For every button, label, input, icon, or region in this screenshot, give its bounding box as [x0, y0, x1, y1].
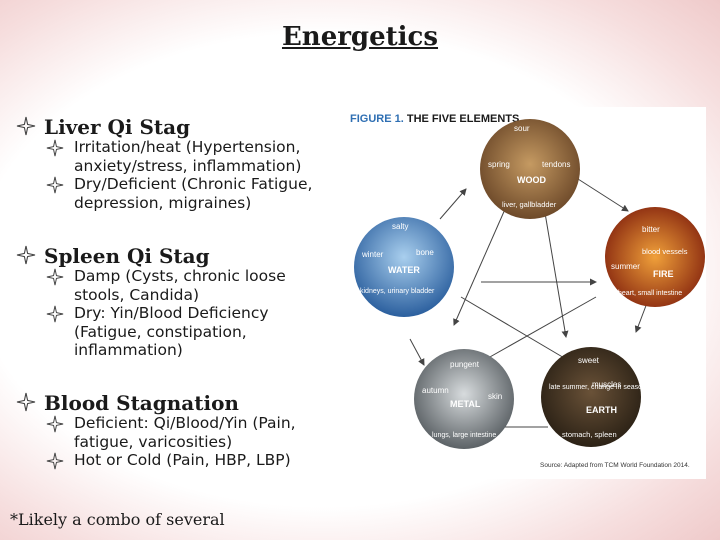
bullet-label: Liver Qi Stag: [44, 115, 191, 139]
four-point-star-icon: [16, 392, 36, 412]
wood-season: spring: [488, 160, 510, 169]
four-point-star-icon: [46, 452, 64, 470]
water-tissue: bone: [416, 248, 434, 257]
figure-title-prefix: FIGURE 1.: [350, 113, 404, 125]
sub-bullet-text: Deficient: Qi/Blood/Yin (Pain, fatigue, …: [74, 414, 296, 451]
metal-tissue: skin: [488, 392, 502, 401]
figure-title-text: THE FIVE ELEMENTS: [406, 113, 520, 125]
wood-taste: sour: [514, 124, 530, 133]
sub-bullet: Dry: Yin/Blood Deficiency (Fatigue, cons…: [46, 304, 334, 360]
sub-bullet-text: Hot or Cold (Pain, HBP, LBP): [74, 451, 291, 469]
sub-bullet-text: Irritation/heat (Hypertension, anxiety/s…: [74, 138, 302, 175]
fire-taste: bitter: [642, 225, 660, 234]
earth-taste: sweet: [578, 356, 600, 365]
water-season: winter: [361, 250, 384, 259]
metal-taste: pungent: [450, 360, 480, 369]
sub-bullet: Deficient: Qi/Blood/Yin (Pain, fatigue, …: [46, 414, 334, 451]
metal-organs: lungs, large intestine: [432, 432, 496, 439]
metal-name: METAL: [450, 399, 481, 409]
water-name: WATER: [388, 265, 420, 275]
earth-tissue: muscles: [592, 380, 621, 389]
sub-bullet-text: Dry/Deficient (Chronic Fatigue, depressi…: [74, 175, 313, 212]
sub-bullet: Irritation/heat (Hypertension, anxiety/s…: [46, 138, 334, 175]
figure-source: Source: Adapted from TCM World Foundatio…: [540, 462, 690, 469]
earth-season: late summer, change in season: [549, 384, 646, 391]
four-point-star-icon: [16, 245, 36, 265]
wood-tissue: tendons: [542, 160, 570, 169]
four-point-star-icon: [46, 268, 64, 286]
five-elements-figure: FIGURE 1. THE FIVE ELEMENTS: [346, 107, 706, 479]
figure-title: FIGURE 1. THE FIVE ELEMENTS: [350, 113, 519, 125]
bullet-blood-stagnation: Blood Stagnation Deficient: Qi/Blood/Yin…: [16, 392, 334, 470]
wood-name: WOOD: [517, 175, 546, 185]
four-point-star-icon: [46, 305, 64, 323]
water-taste: salty: [392, 222, 408, 231]
sub-bullet: Dry/Deficient (Chronic Fatigue, depressi…: [46, 175, 334, 212]
slide-title: Energetics: [281, 22, 439, 52]
fire-name: FIRE: [653, 269, 674, 279]
bullet-liver-qi-stag: Liver Qi Stag Irritation/heat (Hypertens…: [16, 116, 334, 212]
water-element: salty winter bone WATER kidneys, urinary…: [354, 217, 454, 317]
earth-organs: stomach, spleen: [562, 430, 617, 439]
metal-season: autumn: [422, 386, 449, 395]
footnote: *Likely a combo of several: [10, 510, 225, 529]
four-point-star-icon: [46, 415, 64, 433]
five-elements-diagram: sour spring tendons WOOD liver, gallblad…: [354, 119, 705, 449]
sub-bullet: Hot or Cold (Pain, HBP, LBP): [46, 451, 334, 470]
sub-bullet: Damp (Cysts, chronic loose stools, Candi…: [46, 267, 334, 304]
wood-element: sour spring tendons WOOD liver, gallblad…: [480, 119, 580, 219]
fire-organs: heart, small intestine: [618, 290, 682, 297]
wood-organs: liver, gallbladder: [502, 200, 557, 209]
metal-element: pungent autumn skin METAL lungs, large i…: [414, 349, 514, 449]
bullet-label: Spleen Qi Stag: [44, 244, 210, 268]
earth-name: EARTH: [586, 405, 617, 415]
water-organs: kidneys, urinary bladder: [360, 288, 435, 295]
fire-element: bitter blood vessels summer FIRE heart, …: [605, 207, 705, 307]
sub-bullet-text: Dry: Yin/Blood Deficiency (Fatigue, cons…: [74, 304, 269, 359]
bullet-label: Blood Stagnation: [44, 391, 239, 415]
fire-tissue: blood vessels: [642, 247, 688, 256]
bullet-spleen-qi-stag: Spleen Qi Stag Damp (Cysts, chronic loos…: [16, 245, 334, 360]
four-point-star-icon: [46, 139, 64, 157]
earth-element: sweet late summer, change in season musc…: [541, 347, 646, 447]
fire-season: summer: [611, 262, 640, 271]
sub-bullet-text: Damp (Cysts, chronic loose stools, Candi…: [74, 267, 286, 304]
controlling-cycle-arrows: [453, 206, 597, 363]
four-point-star-icon: [16, 116, 36, 136]
four-point-star-icon: [46, 176, 64, 194]
